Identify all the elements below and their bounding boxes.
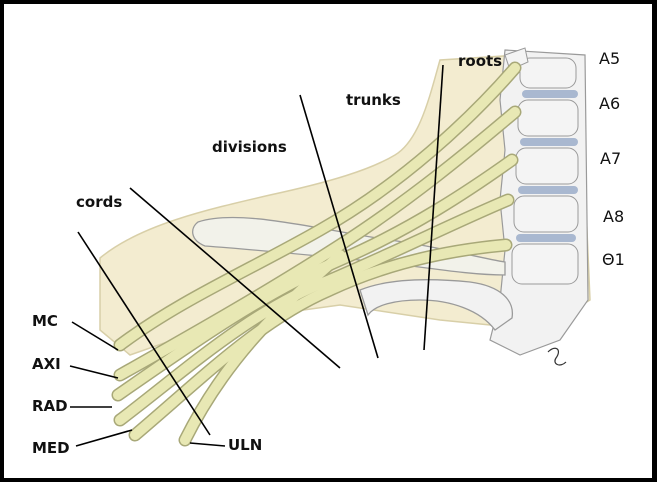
first-rib <box>359 278 513 331</box>
leader-lines <box>69 64 444 447</box>
vertebra-t1 <box>513 195 579 233</box>
level-label-5: Θ1 <box>602 250 625 269</box>
disc-3 <box>518 186 578 194</box>
vertebral-column <box>489 47 589 356</box>
axi-leader <box>69 365 119 379</box>
level-label-4: A8 <box>603 207 625 226</box>
vertebra-c7 <box>515 147 579 185</box>
nerve-t1 <box>130 240 511 440</box>
mc-label: MC <box>32 312 58 330</box>
nerve-ulnar-branch <box>180 250 345 445</box>
vertebra-c6 <box>517 99 579 137</box>
trunks-leader <box>299 94 379 359</box>
nerve-c5 <box>115 63 520 350</box>
level-label-2: A6 <box>599 94 621 113</box>
divisions-label: divisions <box>212 138 287 156</box>
mc-leader <box>71 321 119 351</box>
artist-signature <box>547 347 567 366</box>
vertebra-t2 <box>511 243 579 285</box>
disc-1 <box>522 90 578 98</box>
trunks-label: trunks <box>346 91 401 109</box>
nerve-c6 <box>115 107 520 380</box>
uln-leader <box>189 442 226 447</box>
med-label: MED <box>32 439 70 457</box>
roots-label: roots <box>458 52 503 70</box>
level-label-1: A5 <box>599 49 621 68</box>
cords-label: cords <box>76 193 123 211</box>
vertebra-c5 <box>519 57 577 89</box>
level-label-3: A7 <box>600 149 622 168</box>
nerve-bundle <box>111 61 522 447</box>
nerve-c8 <box>115 195 513 425</box>
uln-label: ULN <box>228 436 263 454</box>
disc-4 <box>516 234 576 242</box>
med-leader <box>75 429 133 447</box>
axi-label: AXI <box>32 355 61 373</box>
cords-leader <box>129 187 341 369</box>
roots-leader <box>423 64 444 351</box>
disc-2 <box>520 138 578 146</box>
cords-leader-2 <box>77 231 211 436</box>
rad-label: RAD <box>32 397 68 415</box>
